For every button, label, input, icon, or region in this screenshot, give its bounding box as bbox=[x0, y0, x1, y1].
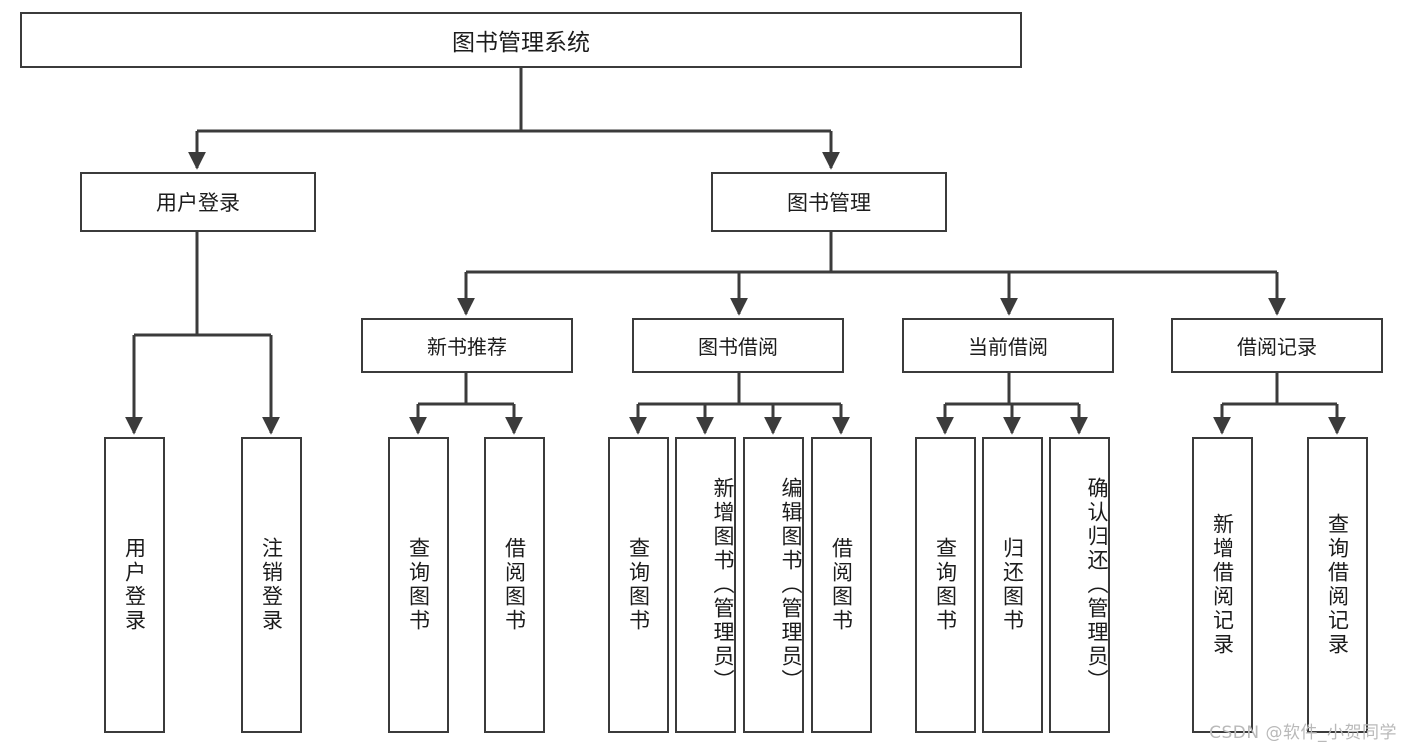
node-leaf-borrow-book-1[interactable]: 借阅图书 bbox=[484, 437, 545, 733]
node-root[interactable]: 图书管理系统 bbox=[20, 12, 1022, 68]
node-leaf-query-book-3[interactable]: 查询图书 bbox=[915, 437, 976, 733]
node-borrow-record[interactable]: 借阅记录 bbox=[1171, 318, 1383, 373]
node-leaf-borrow-book-1-label: 借阅图书 bbox=[502, 537, 527, 633]
node-leaf-return-book-label: 归还图书 bbox=[1000, 537, 1025, 633]
node-leaf-query-book-2[interactable]: 查询图书 bbox=[608, 437, 669, 733]
node-leaf-confirm-return-label: 确认归还（管理员） bbox=[1085, 477, 1109, 693]
node-leaf-query-book-3-label: 查询图书 bbox=[933, 537, 958, 633]
node-book-borrow[interactable]: 图书借阅 bbox=[632, 318, 844, 373]
node-book-management-label: 图书管理 bbox=[787, 191, 871, 215]
node-leaf-edit-book-label: 编辑图书（管理员） bbox=[779, 477, 803, 693]
node-leaf-query-book-1[interactable]: 查询图书 bbox=[388, 437, 449, 733]
node-leaf-add-book-label: 新增图书（管理员） bbox=[711, 477, 735, 693]
node-new-book-recommend-label: 新书推荐 bbox=[427, 335, 507, 359]
node-leaf-return-book[interactable]: 归还图书 bbox=[982, 437, 1043, 733]
node-leaf-user-login-label: 用户登录 bbox=[122, 537, 147, 633]
node-leaf-edit-book[interactable]: 编辑图书（管理员） bbox=[743, 437, 804, 733]
node-leaf-query-book-2-label: 查询图书 bbox=[626, 537, 651, 633]
node-book-management[interactable]: 图书管理 bbox=[711, 172, 947, 232]
node-leaf-query-book-1-label: 查询图书 bbox=[406, 537, 431, 633]
node-current-borrow-label: 当前借阅 bbox=[968, 335, 1048, 359]
node-leaf-add-record-label: 新增借阅记录 bbox=[1210, 513, 1235, 657]
node-new-book-recommend[interactable]: 新书推荐 bbox=[361, 318, 573, 373]
node-leaf-add-record[interactable]: 新增借阅记录 bbox=[1192, 437, 1253, 733]
node-leaf-query-record[interactable]: 查询借阅记录 bbox=[1307, 437, 1368, 733]
node-user-login-label: 用户登录 bbox=[156, 191, 240, 215]
node-leaf-borrow-book-2[interactable]: 借阅图书 bbox=[811, 437, 872, 733]
csdn-watermark: CSDN @软件_小贺同学 bbox=[1209, 723, 1397, 743]
node-book-borrow-label: 图书借阅 bbox=[698, 335, 778, 359]
node-leaf-user-login[interactable]: 用户登录 bbox=[104, 437, 165, 733]
node-root-label: 图书管理系统 bbox=[452, 30, 590, 56]
node-leaf-confirm-return[interactable]: 确认归还（管理员） bbox=[1049, 437, 1110, 733]
node-leaf-user-logout-label: 注销登录 bbox=[259, 537, 284, 633]
node-leaf-query-record-label: 查询借阅记录 bbox=[1325, 513, 1350, 657]
node-user-login[interactable]: 用户登录 bbox=[80, 172, 316, 232]
node-leaf-add-book[interactable]: 新增图书（管理员） bbox=[675, 437, 736, 733]
node-leaf-borrow-book-2-label: 借阅图书 bbox=[829, 537, 854, 633]
node-leaf-user-logout[interactable]: 注销登录 bbox=[241, 437, 302, 733]
node-borrow-record-label: 借阅记录 bbox=[1237, 335, 1317, 359]
node-current-borrow[interactable]: 当前借阅 bbox=[902, 318, 1114, 373]
